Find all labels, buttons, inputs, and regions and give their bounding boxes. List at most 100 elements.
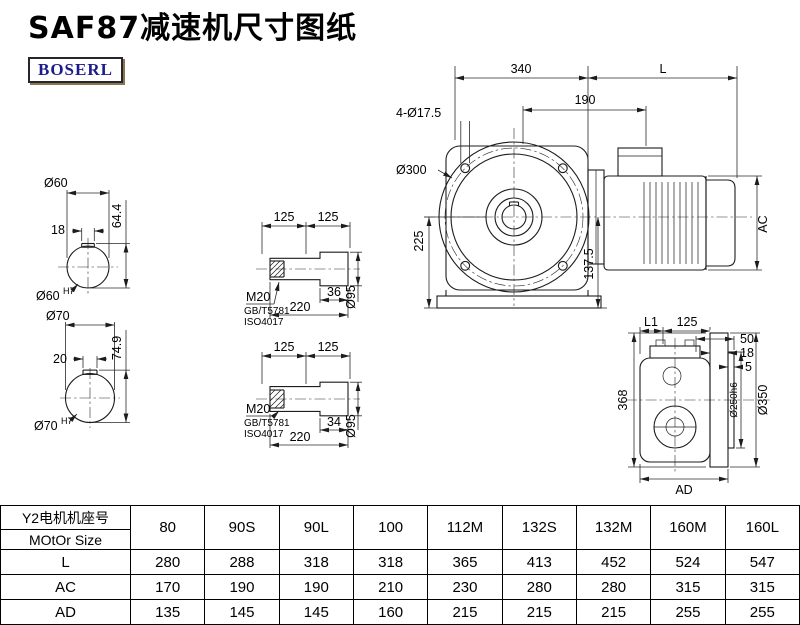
flange-bolt-hole	[460, 163, 471, 174]
fan-cowl	[706, 179, 736, 267]
dim-detail2-dia: Ø95	[344, 414, 358, 438]
dim-front-overall-width: 340	[511, 62, 532, 76]
table-cell: 315	[650, 574, 726, 600]
shaft-detail-1: 125 125 36 220 Ø95 M20 GB/T5781 ISO4017	[244, 210, 362, 328]
table-cell: 170	[129, 574, 206, 600]
table-cell: 230	[427, 574, 503, 600]
label-shaft2-tolerance: H7	[61, 416, 73, 426]
table-cell: 190	[278, 574, 354, 600]
table-cell: 135	[129, 599, 206, 625]
table-cell: 215	[427, 599, 503, 625]
dim-shaft1-diameter: Ø60	[44, 176, 68, 190]
dim-side-flange-dia: Ø350	[756, 385, 770, 416]
dim-detail1-total: 220	[290, 300, 311, 314]
brand-logo: BOSERL	[28, 57, 123, 83]
thread-hatch	[269, 389, 285, 409]
dim-side-5: 5	[745, 360, 752, 374]
dim-detail1-len1: 125	[274, 210, 295, 224]
row-label: AD	[0, 599, 131, 625]
table-cell: 315	[724, 574, 800, 600]
dim-detail1-keylen: 36	[327, 285, 341, 299]
label-bolt-holes: 4-Ø17.5	[396, 106, 441, 120]
table-header-cn: Y2电机机座号	[1, 506, 130, 530]
base-foot	[436, 295, 602, 309]
label-detail1-std2: ISO4017	[244, 317, 284, 328]
dim-side-50: 50	[740, 332, 754, 346]
column-header: 100	[352, 505, 429, 550]
dim-detail2-total: 220	[290, 430, 311, 444]
table-cell: 524	[650, 549, 726, 575]
table-cell: 160	[352, 599, 429, 625]
column-header: 132M	[575, 505, 652, 550]
label-detail1-std1: GB/T5781	[244, 306, 290, 317]
table-row: AD 135 145 145 160 215 215 215 255 255	[0, 599, 800, 625]
label-detail2-std2: ISO4017	[244, 429, 284, 440]
table-cell: 145	[278, 599, 354, 625]
page-title: SAF87减速机尺寸图纸	[28, 11, 358, 46]
dim-side-l1: L1	[644, 315, 658, 329]
table-cell: 215	[501, 599, 577, 625]
label-shaft2-bore: Ø70	[34, 419, 58, 433]
shaft-detail-2: 125 125 34 220 Ø95 M20 GB/T5781 ISO4017	[244, 340, 362, 448]
table-header-row: Y2电机机座号 MOtOr Size 80 90S 90L 100 112M 1…	[0, 505, 800, 550]
table-cell: 280	[575, 574, 652, 600]
shaft-end-view-2: Ø70 20 74.9 Ø70 H7	[34, 309, 130, 433]
shaft-end-view-1: Ø60 18 64.4 Ø60 H7	[36, 176, 130, 303]
column-header: 160L	[724, 505, 800, 550]
dim-side-height: 368	[616, 390, 630, 411]
technical-drawing: Ø60 18 64.4 Ø60 H7 Ø70 20 7	[34, 62, 770, 497]
dim-shaft1-keyway: 18	[51, 223, 65, 237]
dim-shaft2-height: 74.9	[110, 336, 124, 360]
column-header: 132S	[501, 505, 577, 550]
flange-bolt-hole	[460, 260, 471, 271]
dim-detail1-dia: Ø95	[344, 285, 358, 309]
table-cell: 215	[575, 599, 652, 625]
table-cell: 280	[129, 549, 206, 575]
table-cell: 145	[204, 599, 280, 625]
label-flange-diameter: Ø300	[396, 163, 427, 177]
column-header: 90S	[204, 505, 280, 550]
label-detail2-thread: M20	[246, 402, 270, 416]
dim-front-motor-length: L	[660, 62, 667, 76]
column-header: 160M	[650, 505, 726, 550]
dim-shaft2-diameter: Ø70	[46, 309, 70, 323]
table-cell: 210	[352, 574, 429, 600]
dim-side-motor-width: AD	[675, 483, 692, 497]
table-header-en: MOtOr Size	[28, 532, 103, 548]
label-shaft1-bore: Ø60	[36, 289, 60, 303]
table-cell: 365	[427, 549, 503, 575]
label-detail2-std1: GB/T5781	[244, 418, 290, 429]
row-label: AC	[0, 574, 131, 600]
dim-detail1-len2: 125	[318, 210, 339, 224]
flange-bolt-hole	[557, 260, 568, 271]
column-header: 90L	[278, 505, 354, 550]
terminal-box	[617, 147, 663, 177]
dim-front-center-height: 225	[412, 231, 426, 252]
dim-side-18: 18	[740, 346, 754, 360]
table-header-cell: Y2电机机座号 MOtOr Size	[0, 505, 131, 550]
dim-shaft2-keyway: 20	[53, 352, 67, 366]
dim-side-spigot-dia: Ø250h6	[729, 382, 740, 418]
table-cell: 547	[724, 549, 800, 575]
table-cell: 413	[501, 549, 577, 575]
table-cell: 255	[650, 599, 726, 625]
thread-hatch	[269, 260, 285, 278]
dim-shaft1-height: 64.4	[110, 204, 124, 228]
label-detail1-thread: M20	[246, 290, 270, 304]
table-cell: 280	[501, 574, 577, 600]
row-label: L	[0, 549, 131, 575]
motor-body	[603, 175, 707, 271]
table-cell: 318	[278, 549, 354, 575]
dim-front-base: 137.5	[582, 248, 596, 279]
dim-detail2-keylen: 34	[327, 415, 341, 429]
table-cell: 318	[352, 549, 429, 575]
side-view: L1 125 50 18 5 368 Ø250h6 Ø350 AD	[616, 315, 770, 497]
dim-detail2-len1: 125	[274, 340, 295, 354]
flange-bolt-hole	[557, 163, 568, 174]
dim-front-offset: 190	[575, 93, 596, 107]
dim-side-len: 125	[677, 315, 698, 329]
table-cell: 452	[575, 549, 652, 575]
motor-size-table: Y2电机机座号 MOtOr Size 80 90S 90L 100 112M 1…	[0, 505, 800, 625]
dim-front-motor-diameter: AC	[756, 215, 770, 232]
dim-detail2-len2: 125	[318, 340, 339, 354]
